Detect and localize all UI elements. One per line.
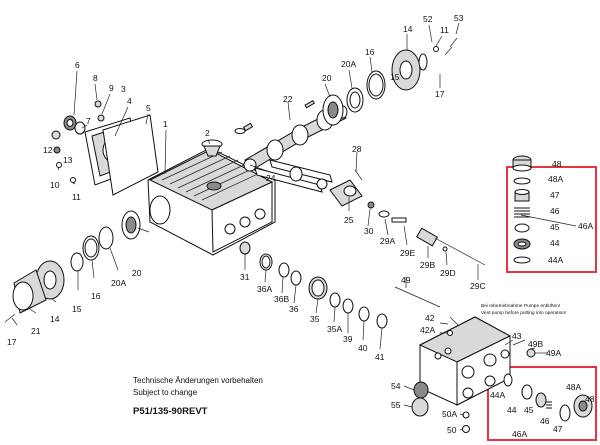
label-49: 49 [401,275,411,285]
label-36A: 36A [257,284,272,294]
side-cover-assembly [51,100,159,196]
leader-lines [11,22,577,431]
label-20a: 20 [322,73,332,83]
label-53: 53 [454,13,464,23]
label-39: 39 [343,334,353,344]
label-20Aa: 20A [341,59,356,69]
label-50: 50 [447,425,457,435]
label-14a: 14 [403,24,413,34]
label-29D: 29D [440,268,456,278]
label-48a: 48 [552,159,562,169]
label-44b: 44 [507,405,517,415]
warning-de: Bei Inbetriebnahme Pumpe entlüften! [481,303,560,309]
label-46Ab: 46A [512,429,527,439]
label-28: 28 [352,144,362,154]
label-7: 7 [86,116,91,126]
label-25: 25 [344,215,354,225]
label-22: 22 [283,94,293,104]
label-11a: 11 [72,192,81,202]
oil-cap [201,128,246,157]
label-29E: 29E [400,248,415,258]
label-42A: 42A [420,325,435,335]
label-21: 21 [31,326,41,336]
label-17b: 17 [7,337,17,347]
part-labels: 1 2 3 4 5 6 7 8 9 10 11 11 12 13 14 14 1… [7,13,595,439]
label-45b: 45 [524,405,534,415]
label-29B: 29B [420,260,435,270]
label-3: 3 [121,84,126,94]
label-14b: 14 [50,314,60,324]
label-48Aa: 48A [548,174,563,184]
label-20Ab: 20A [111,278,126,288]
label-12: 12 [43,145,53,155]
label-49A: 49A [546,348,561,358]
label-44Aa: 44A [548,255,563,265]
label-36: 36 [289,304,299,314]
valve-assembly-bottom [503,373,593,422]
manifold-block [411,316,512,433]
label-29C: 29C [470,281,486,291]
label-9: 9 [109,83,114,93]
venting-warning: Bei Inbetriebnahme Pumpe entlüften! Vent… [481,303,566,316]
label-44Ab: 44A [490,390,505,400]
crankcase [147,147,276,256]
label-16a: 16 [365,47,375,57]
label-6: 6 [75,60,80,70]
label-10: 10 [50,180,60,190]
label-29A: 29A [380,236,395,246]
drawing-notes: Technische Änderungen vorbehalten Subjec… [133,376,263,417]
label-46Aa: 46A [578,221,593,231]
label-4: 4 [127,96,132,106]
note-changes-de: Technische Änderungen vorbehalten [133,376,263,385]
label-48Ab: 48A [566,382,581,392]
note-changes-en: Subject to change [133,388,198,397]
label-5: 5 [146,103,151,113]
label-49B: 49B [528,339,543,349]
label-35: 35 [310,314,320,324]
label-41: 41 [375,352,385,362]
label-31: 31 [240,272,250,282]
valve-assembly-top [512,155,532,264]
label-20b: 20 [132,268,142,278]
label-2: 2 [205,128,210,138]
warning-en: Vent pump before putting into operation! [481,310,566,316]
label-54: 54 [391,381,401,391]
label-45a: 45 [550,222,560,232]
label-24: 24 [266,173,276,183]
label-47a: 47 [550,190,560,200]
label-13: 13 [63,155,73,165]
left-bearing-stack [4,210,141,323]
label-16b: 16 [91,291,101,301]
label-46b: 46 [540,416,550,426]
label-44a: 44 [550,238,560,248]
label-52: 52 [423,14,433,24]
drive-side-bearing-stack [322,37,458,126]
valve-assembly-highlight-box-top [506,166,597,273]
label-36B: 36B [274,294,289,304]
label-46a: 46 [550,206,560,216]
label-1: 1 [163,119,168,129]
label-43: 43 [512,331,522,341]
label-8: 8 [93,73,98,83]
label-48b: 48 [585,394,595,404]
model-number: P51/135-90REVT [133,406,208,417]
valve-assembly-highlight-box-bottom [487,366,597,441]
label-40: 40 [358,343,368,353]
label-35A: 35A [327,324,342,334]
label-11b: 11 [440,25,449,35]
label-15a: 15 [390,72,400,82]
label-42: 42 [425,313,435,323]
connecting-rods [254,159,333,193]
plunger-seal-stack [239,241,388,329]
label-47b: 47 [553,424,563,434]
label-50A: 50A [442,409,457,419]
label-55: 55 [391,400,401,410]
label-15b: 15 [72,304,82,314]
label-17a: 17 [435,89,445,99]
label-30: 30 [364,226,374,236]
